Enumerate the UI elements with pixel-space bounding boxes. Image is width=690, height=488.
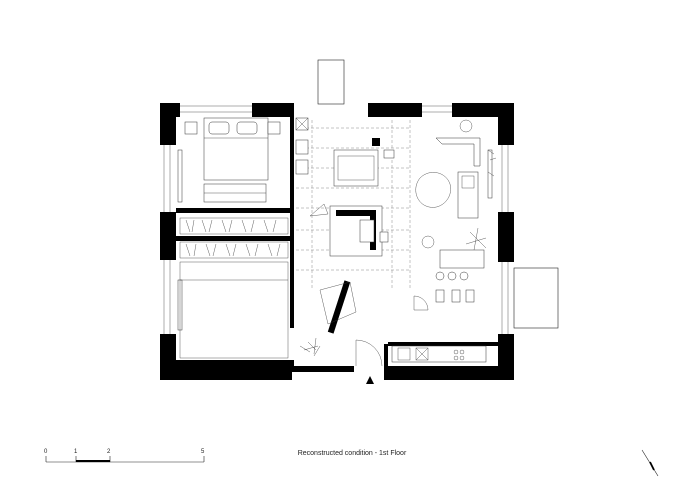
chimney — [317, 59, 345, 105]
bathroom-fixtures — [295, 117, 395, 187]
bed-upper — [184, 117, 281, 203]
sofa — [415, 137, 481, 219]
bed-lower — [179, 261, 289, 359]
annex — [513, 267, 559, 329]
entry-door — [355, 339, 383, 384]
windows — [163, 105, 509, 334]
scale-tick-0: 0 — [44, 449, 48, 455]
scale-tick-2: 2 — [107, 449, 111, 455]
plants-living — [459, 119, 497, 251]
plan-caption: Reconstructed condition - 1st Floor — [297, 450, 407, 457]
plant-entry — [299, 337, 321, 357]
north-arrow-icon — [641, 449, 659, 477]
ceiling-beams — [296, 120, 411, 290]
scale-tick-1: 1 — [74, 449, 78, 455]
kitchen-counter — [391, 345, 487, 363]
dining-set — [413, 235, 485, 311]
stair-core — [309, 203, 389, 257]
exterior-walls — [160, 103, 514, 380]
interior-walls — [176, 117, 498, 366]
stair-rail — [319, 280, 357, 334]
wardrobe — [179, 217, 289, 259]
scale-bar — [45, 456, 205, 463]
scale-tick-5: 5 — [201, 449, 205, 455]
